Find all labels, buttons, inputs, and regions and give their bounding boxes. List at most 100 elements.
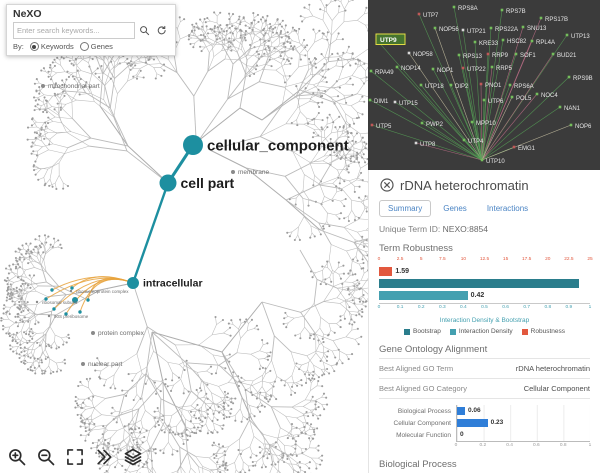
network-edge <box>463 139 483 161</box>
network-node[interactable]: UTP13 <box>565 33 591 40</box>
network-node[interactable]: UTP8 <box>414 141 436 148</box>
radio-icon[interactable] <box>79 42 89 51</box>
search-by-label: By: <box>13 42 24 51</box>
network-node[interactable]: PWP2 <box>420 121 444 128</box>
network-node[interactable]: NOP58 <box>407 51 434 58</box>
network-node[interactable]: RPS8A <box>452 5 478 12</box>
network-node[interactable]: RPA49 <box>369 69 395 76</box>
tab-genes[interactable]: Genes <box>435 201 475 216</box>
network-node-label: RPS8A <box>458 6 478 12</box>
network-node[interactable]: UTP15 <box>393 100 419 107</box>
search-mode-genes[interactable]: Genes <box>79 42 113 51</box>
zoom-out-button[interactable] <box>35 447 57 469</box>
network-edge <box>481 40 533 161</box>
network-edge <box>481 53 517 161</box>
network-node-label: UTP18 <box>425 84 444 90</box>
tab-summary[interactable]: Summary <box>379 200 432 217</box>
network-node[interactable]: UTP6 <box>482 98 504 105</box>
layers-button[interactable] <box>122 447 144 469</box>
unique-term-label: Unique Term ID: <box>379 224 441 234</box>
network-node[interactable]: MPP10 <box>470 120 497 127</box>
network-node[interactable]: PNO1 <box>479 82 502 89</box>
tree-term-node[interactable] <box>35 300 39 304</box>
network-node-label: UTP13 <box>571 34 590 40</box>
network-node[interactable]: DIM1 <box>368 98 389 105</box>
tree-node-cell-part[interactable] <box>159 174 177 192</box>
network-node[interactable]: SOF1 <box>514 52 537 59</box>
close-icon[interactable] <box>379 177 395 193</box>
search-icon[interactable] <box>137 23 152 38</box>
tree-node-cellular-component[interactable] <box>183 135 203 155</box>
tree-term-node[interactable] <box>47 314 51 318</box>
network-node[interactable]: RPS13 <box>457 53 483 60</box>
tree-term-node[interactable] <box>91 331 95 335</box>
network-node[interactable]: UTP18 <box>419 83 445 90</box>
network-node-label: UTP10 <box>486 159 505 165</box>
network-node-label: NOC4 <box>541 93 558 99</box>
network-node[interactable]: UTP9 <box>375 33 406 45</box>
network-node-label: NOP1 <box>437 68 454 74</box>
network-node[interactable]: UTP7 <box>417 12 439 19</box>
network-edge <box>481 84 511 161</box>
network-node-label: UTP22 <box>467 67 486 73</box>
zoom-in-button[interactable] <box>6 447 28 469</box>
network-node[interactable]: KRE33 <box>473 40 499 47</box>
tab-interactions[interactable]: Interactions <box>479 201 536 216</box>
reset-icon[interactable] <box>154 23 169 38</box>
magnifier-minus-icon <box>38 449 55 466</box>
network-node[interactable]: RPS17B <box>539 16 568 23</box>
network-node-label: UTP21 <box>467 29 486 35</box>
tree-term-node[interactable] <box>81 362 85 366</box>
network-node[interactable]: UTP21 <box>461 28 487 35</box>
network-node[interactable]: NOP56 <box>433 26 460 33</box>
legend-item: Bootstrap <box>404 328 441 335</box>
radio-label: Genes <box>90 42 113 51</box>
network-node-label: UTP4 <box>468 139 484 145</box>
tree-term-node[interactable] <box>41 84 45 88</box>
network-edge <box>471 121 483 161</box>
network-node[interactable]: UTP5 <box>370 123 392 130</box>
network-node[interactable]: NOP6 <box>569 123 592 130</box>
network-node[interactable]: HSC82 <box>501 38 527 45</box>
network-node[interactable]: BUD21 <box>551 52 577 59</box>
fit-view-button[interactable] <box>64 447 86 469</box>
network-node[interactable]: RPS22A <box>489 26 518 33</box>
expand-all-button[interactable] <box>93 447 115 469</box>
network-node-label: BUD21 <box>557 53 577 59</box>
network-node[interactable]: POL5 <box>510 95 532 102</box>
network-node[interactable]: SNU13 <box>521 25 547 32</box>
network-node[interactable]: EMG1 <box>512 145 536 152</box>
network-node[interactable]: RPS6A <box>508 83 534 90</box>
robustness-axis-title: Interaction Density & Bootstrap <box>439 317 530 324</box>
network-node[interactable]: NOC4 <box>535 92 559 99</box>
radio-icon[interactable] <box>29 42 39 51</box>
network-node[interactable]: NOP14 <box>395 65 422 72</box>
tree-term-node[interactable] <box>231 170 235 174</box>
graph-toolbar <box>6 447 144 469</box>
network-node[interactable]: RPL4A <box>530 39 555 46</box>
search-mode-keywords[interactable]: Keywords <box>29 42 74 51</box>
network-node[interactable]: NAN1 <box>558 105 581 112</box>
network-node[interactable]: DIP2 <box>449 83 469 90</box>
network-node-label: RPS7B <box>506 9 526 15</box>
network-node[interactable]: RPS9B <box>567 75 593 82</box>
network-node-label: PNO1 <box>485 83 502 89</box>
network-edge <box>420 84 483 161</box>
network-node[interactable]: RRP5 <box>490 65 513 72</box>
network-node[interactable]: NOP1 <box>431 67 454 74</box>
network-node[interactable]: RRP9 <box>486 52 509 59</box>
network-node[interactable]: UTP4 <box>462 138 484 145</box>
network-node[interactable]: RPS7B <box>500 8 526 15</box>
network-node[interactable]: UTP22 <box>461 66 487 73</box>
network-node[interactable]: UTP10 <box>480 158 506 165</box>
search-input[interactable] <box>13 22 135 39</box>
network-node-label: RPS17B <box>545 17 568 23</box>
tree-node-intracellular[interactable] <box>127 277 139 289</box>
tree-term-node[interactable] <box>69 289 73 293</box>
